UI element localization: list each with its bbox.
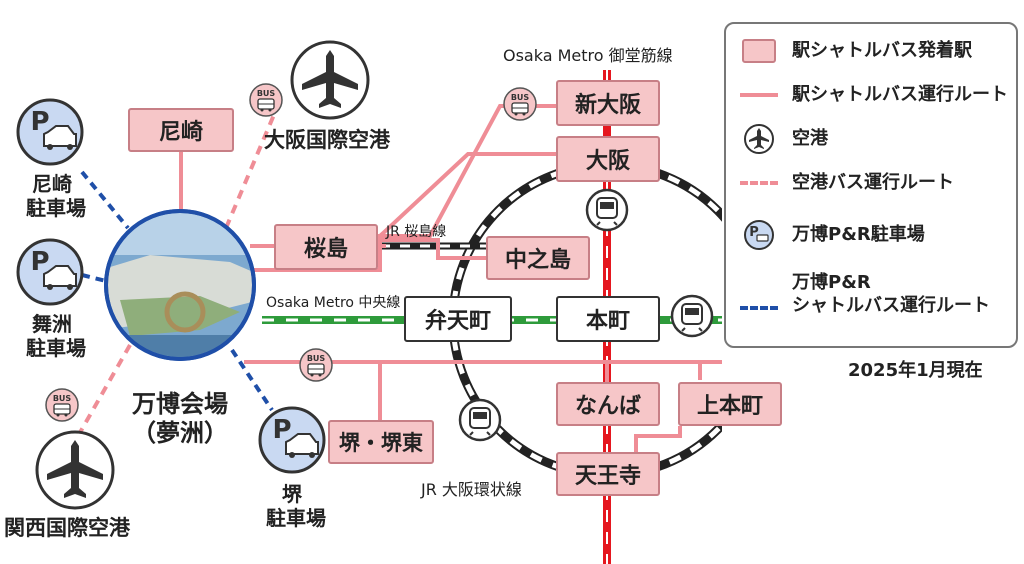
kansai-airport-label: 関西国際空港	[4, 516, 130, 540]
airplane-icon	[35, 430, 115, 510]
station-nakanoshima: 中之島	[486, 236, 590, 280]
station-namba: なんば	[556, 382, 660, 426]
station-sakurajima: 桜島	[274, 224, 378, 270]
bus-icon	[503, 87, 537, 121]
legend-label: 空港バス運行ルート	[792, 171, 954, 193]
train-icon	[585, 188, 629, 232]
legend-row-airport: 空港	[736, 124, 828, 154]
bus-icon	[299, 348, 333, 382]
midosuji-line-label: Osaka Metro 御堂筋線	[503, 46, 673, 65]
venue-label: 万博会場（夢洲）	[132, 390, 228, 447]
legend-row-airport-route: 空港バス運行ルート	[736, 168, 954, 198]
legend-label: 空港	[792, 127, 828, 149]
parking-maishima-label: 舞洲駐車場	[26, 312, 86, 360]
sakurajima-line-label: JR 桜島線	[386, 224, 447, 240]
parking-car-icon: P	[744, 220, 774, 250]
as-of-date: 2025年1月現在	[848, 360, 983, 381]
station-amagasaki: 尼崎	[128, 108, 234, 152]
venue-photo	[104, 209, 256, 361]
svg-text:P: P	[749, 225, 759, 240]
parking-sakai-label: 堺駐車場	[266, 482, 326, 530]
station-tennoji: 天王寺	[556, 452, 660, 496]
parking-car-icon	[16, 98, 84, 166]
bus-icon	[249, 83, 283, 117]
parking-car-icon	[258, 406, 326, 474]
legend-row-parking: P 万博P&R駐車場	[736, 220, 925, 250]
station-shin-osaka: 新大阪	[556, 80, 660, 126]
station-honmachi: 本町	[556, 296, 660, 342]
loop-line-label: JR 大阪環状線	[421, 480, 522, 499]
legend-row-route: 駅シャトルバス運行ルート	[736, 80, 1008, 110]
legend: 駅シャトルバス発着駅 駅シャトルバス運行ルート 空港 空港バス運行ルート	[724, 22, 1018, 348]
legend-label: 駅シャトルバス発着駅	[792, 39, 972, 61]
chuo-line-label: Osaka Metro 中央線	[266, 295, 401, 311]
parking-car-icon	[16, 238, 84, 306]
itami-airport-label: 大阪国際空港	[264, 128, 390, 152]
legend-row-station: 駅シャトルバス発着駅	[736, 36, 972, 66]
airplane-icon	[744, 124, 774, 154]
airplane-icon	[290, 40, 370, 120]
station-uehommachi: 上本町	[678, 382, 782, 426]
legend-label: 万博P&R駐車場	[792, 223, 925, 245]
station-sakai: 堺・堺東	[328, 420, 434, 464]
bus-icon	[45, 388, 79, 422]
train-icon	[458, 398, 502, 442]
parking-amagasaki-label: 尼崎駐車場	[26, 172, 86, 220]
station-osaka: 大阪	[556, 136, 660, 182]
station-bentencho: 弁天町	[404, 296, 512, 342]
legend-label: 駅シャトルバス運行ルート	[792, 83, 1008, 105]
train-icon	[670, 294, 714, 338]
